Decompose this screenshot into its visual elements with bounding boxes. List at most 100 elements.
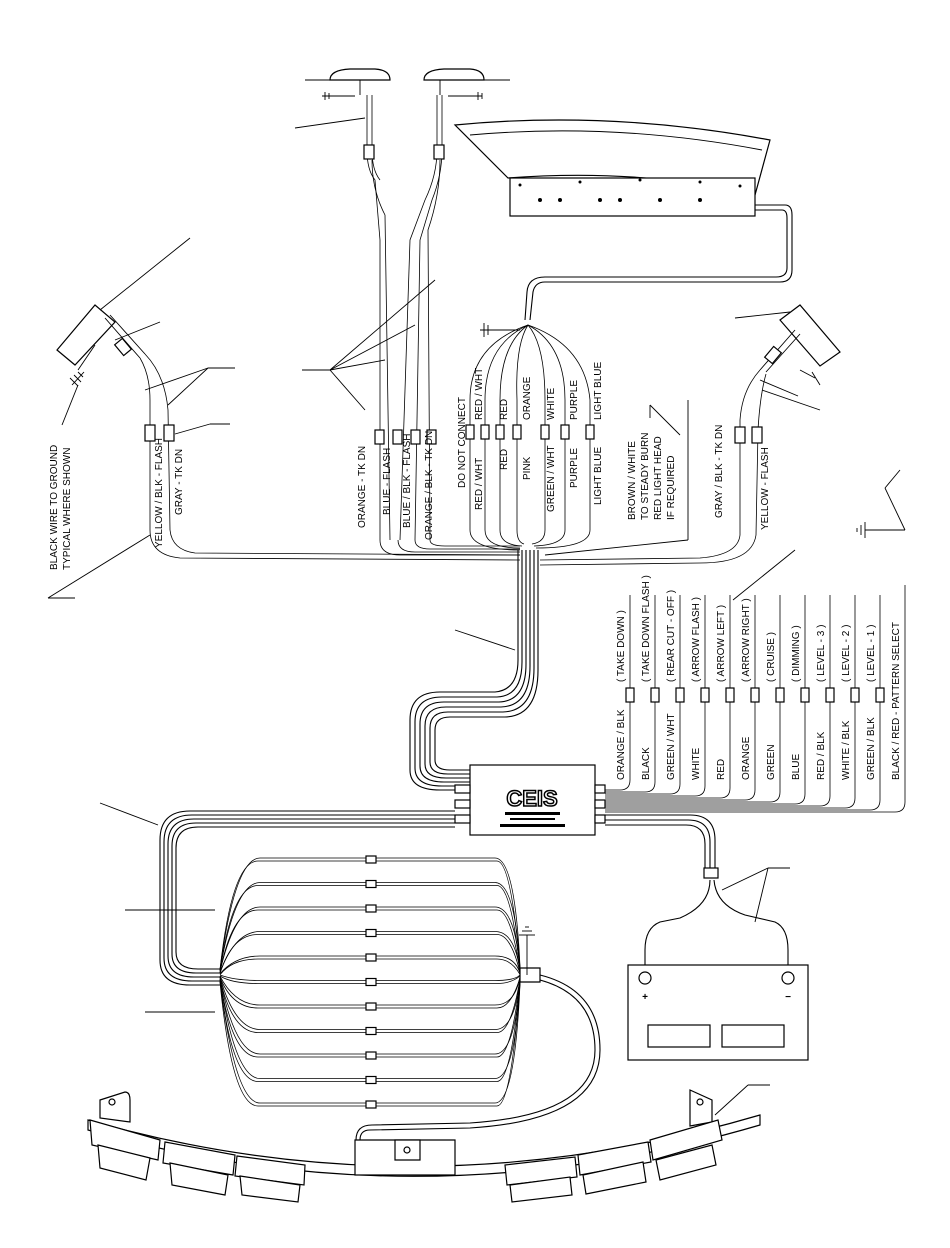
label-right-wire-2: YELLOW - FLASH (760, 447, 771, 530)
label-right-wire-1: GRAY / BLK - TK DN (714, 425, 725, 518)
controller-logo: CEIS (506, 786, 557, 811)
control-wire (605, 595, 806, 805)
control-wire-function: ( LEVEL - 3 ) (816, 625, 827, 682)
control-wire-color: ORANGE (741, 736, 752, 780)
right-corner-light (539, 304, 841, 566)
label-lb-left-3: PINK (522, 456, 533, 480)
label-ground-note-1: BLACK WIRE TO GROUND (49, 445, 60, 570)
fan-wire (219, 977, 521, 1030)
control-wire-connector (700, 687, 710, 703)
control-wire-connector (825, 687, 835, 703)
control-wire-labels: ORANGE / BLK( TAKE DOWN )BLACK( TAKE DOW… (616, 575, 902, 780)
label-lb-right-6: LIGHT BLUE (593, 362, 604, 420)
control-wire (605, 595, 881, 811)
control-wire-color: BLACK / RED - PATTERN SELECT (891, 622, 902, 780)
fan-wire (219, 882, 521, 971)
control-wire-connector (850, 687, 860, 703)
label-lb-right-1: RED / WHT (474, 368, 485, 420)
battery: + − (605, 814, 809, 1061)
fan-wire (219, 934, 521, 974)
fan-wire (219, 974, 521, 981)
label-brown-note-3: RED LIGHT HEAD (653, 436, 664, 520)
fan-connector (365, 977, 377, 987)
fan-wire (219, 977, 521, 1009)
control-wire-function: ( TAKE DOWN FLASH ) (641, 575, 652, 682)
control-wire-function: ( DIMMING ) (791, 625, 802, 682)
left-corner-light (47, 237, 521, 599)
control-wire-function: ( LEVEL - 2 ) (841, 625, 852, 682)
control-wire-connector (625, 687, 635, 703)
fan-connector (365, 1100, 377, 1109)
fan-wire (219, 931, 521, 973)
fan-wire (219, 978, 521, 1033)
control-wire (605, 595, 731, 799)
fan-wire (219, 885, 521, 972)
label-brown-note-1: BROWN / WHITE (627, 441, 638, 520)
label-brown-note-4: IF REQUIRED (666, 456, 677, 520)
fan-connector (365, 928, 377, 938)
control-wire-function: ( REAR CUT - OFF ) (666, 590, 677, 682)
fan-wire (219, 909, 521, 973)
label-center-wire-1: ORANGE - TK DN (357, 446, 368, 528)
wire-fan (219, 855, 541, 1109)
battery-plus: + (642, 992, 648, 1003)
control-wire-connector (750, 687, 760, 703)
control-wire-connector (650, 687, 660, 703)
control-wire-function: ( TAKE DOWN ) (616, 610, 627, 682)
control-wire-color: GREEN / BLK (866, 717, 877, 780)
fan-wire (219, 981, 521, 1107)
control-wire-function: ( ARROW LEFT ) (716, 605, 727, 682)
fan-connector (365, 1051, 377, 1060)
label-brown-note-2: TO STEADY BURN (640, 433, 651, 520)
control-wire-color: GREEN (766, 744, 777, 780)
control-wire-function: ( ARROW RIGHT ) (741, 598, 752, 682)
control-wire-connector (675, 687, 685, 703)
controller-module: CEIS (454, 764, 606, 836)
fan-wire (219, 958, 521, 976)
label-lb-right-4: WHITE (546, 387, 557, 420)
control-wire-connector (725, 687, 735, 703)
control-wire (605, 595, 681, 795)
fan-wire (219, 955, 521, 975)
control-wire-connector (800, 687, 810, 703)
fan-connector (365, 904, 377, 913)
ground-symbol-control (732, 469, 906, 601)
fan-connector (365, 855, 377, 864)
fan-wire (219, 979, 521, 1058)
fan-wire (219, 980, 521, 1104)
control-wire (605, 595, 656, 793)
top-surface-lights (294, 68, 510, 129)
label-lb-right-2: RED (499, 399, 510, 420)
control-wire-color: BLACK (641, 747, 652, 780)
control-wire-color: WHITE / BLK (841, 720, 852, 780)
control-wire-color: RED (716, 759, 727, 780)
control-wire (605, 595, 831, 807)
fan-connector (365, 1002, 377, 1011)
label-ground-note-2: TYPICAL WHERE SHOWN (62, 448, 73, 570)
fan-wire (219, 860, 521, 971)
label-lb-right-3: ORANGE (522, 376, 533, 420)
fan-connector (365, 953, 377, 962)
control-wire (605, 595, 756, 801)
label-lb-left-4: GREEN / WHT (546, 445, 557, 512)
label-lb-left-2: RED (499, 449, 510, 470)
label-lb-left-1: RED / WHT (474, 458, 485, 510)
lightbar-harness (302, 279, 689, 556)
ground-symbol-left (69, 371, 85, 387)
control-wire-color: WHITE (691, 747, 702, 780)
label-lb-left-5: PURPLE (569, 448, 580, 488)
control-wire (605, 595, 631, 791)
label-center-wire-3: BLUE / BLK - FLASH (402, 434, 413, 528)
control-wire-function: ( LEVEL - 1 ) (866, 625, 877, 682)
labels: YELLOW / BLK - FLASH GRAY - TK DN BLACK … (49, 362, 771, 570)
fan-connector (365, 879, 377, 889)
label-lb-right-5: PURPLE (569, 380, 580, 420)
top-light-wires (363, 95, 445, 541)
label-left-wire-1: YELLOW / BLK - FLASH (154, 438, 165, 548)
label-lb-left-6: LIGHT BLUE (593, 447, 604, 505)
fan-wire (219, 857, 521, 970)
control-wire-function: ( ARROW FLASH ) (691, 597, 702, 682)
control-wires (605, 585, 906, 813)
label-do-not-connect: DO NOT CONNECT (457, 397, 468, 488)
